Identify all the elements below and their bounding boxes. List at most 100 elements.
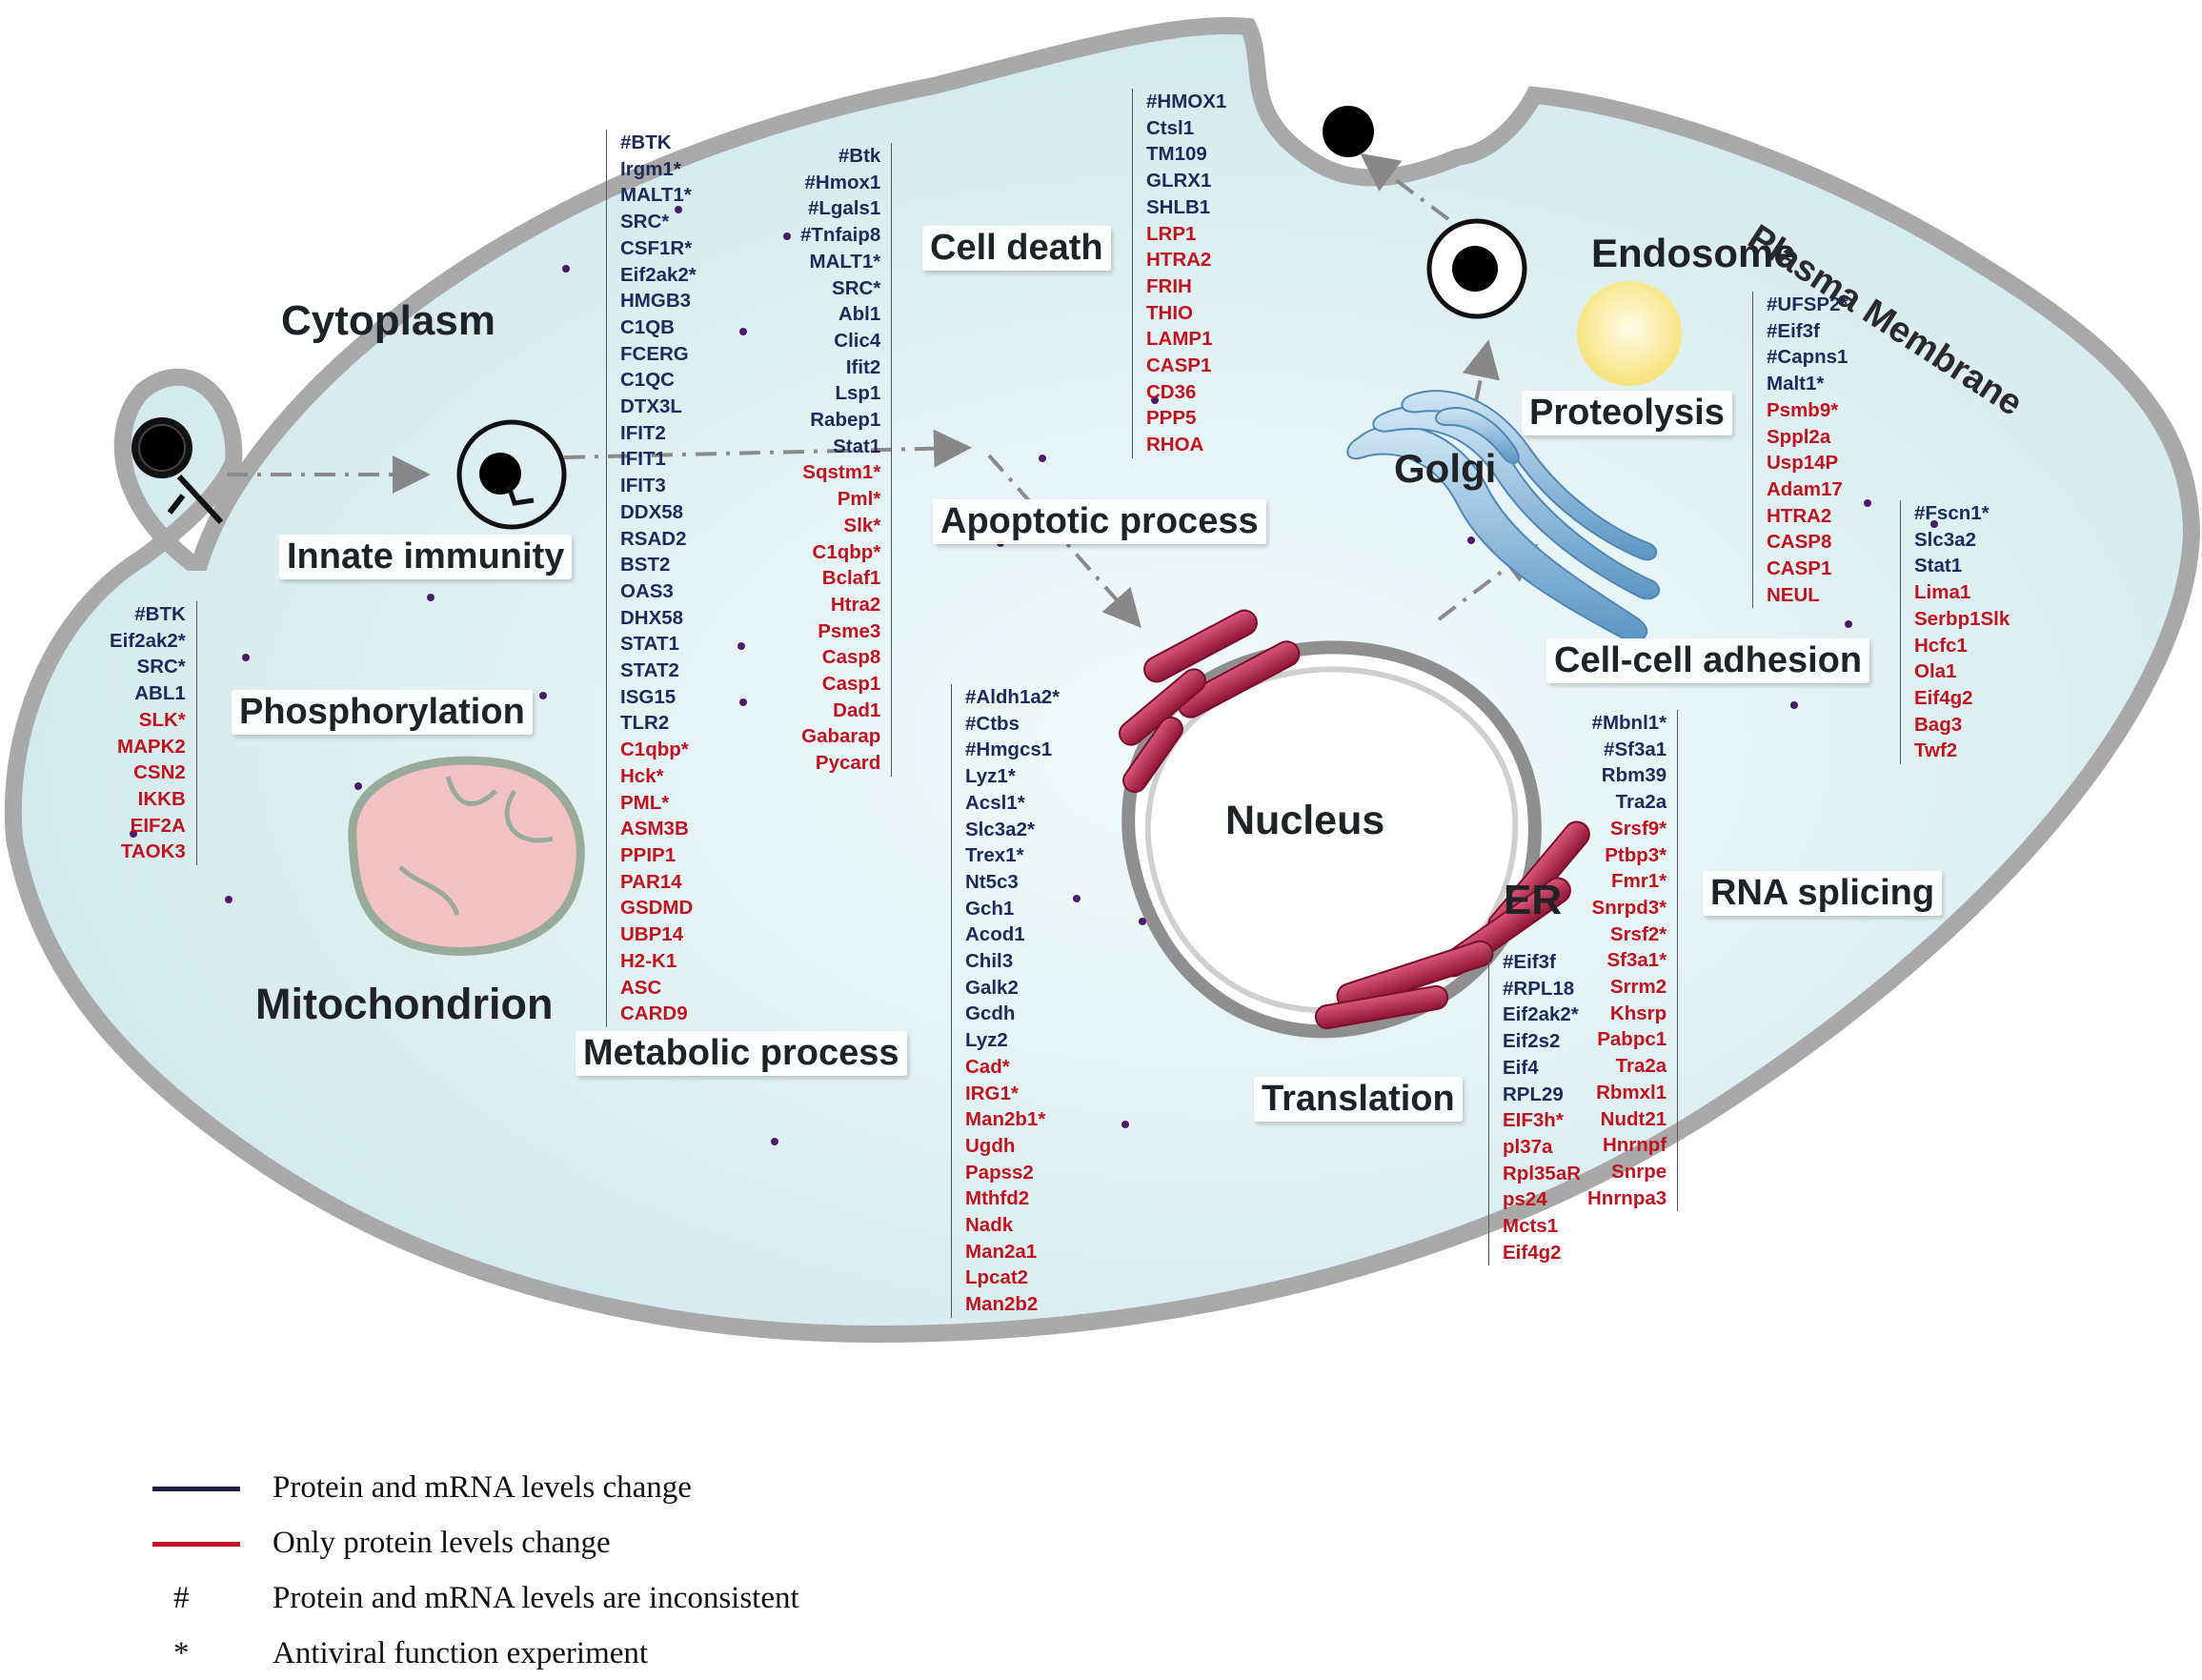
metabolic-process-label: Metabolic process	[576, 1031, 907, 1076]
innate-immunity-label: Innate immunity	[279, 535, 573, 579]
gene-label: Lyz2	[965, 1029, 1008, 1052]
gene-label: CSF1R*	[620, 236, 693, 259]
gene-label: LAMP1	[1146, 328, 1213, 351]
gene-label: NEUL	[1767, 583, 1820, 606]
gene-label: Ctsl1	[1146, 116, 1195, 139]
gene-label: LRP1	[1146, 222, 1197, 245]
gene-label: IFIT3	[620, 475, 666, 497]
gene-label: SRC*	[136, 656, 186, 678]
gene-label: #Lgals1	[807, 197, 881, 220]
gene-label: PPIP1	[620, 843, 677, 866]
gene-label: #BTK	[134, 603, 186, 625]
er-label: ER	[1504, 877, 1563, 923]
gene-label: Eif2s2	[1503, 1030, 1561, 1053]
gene-label: OAS3	[620, 579, 674, 602]
gene-label: Hck*	[620, 764, 664, 787]
gene-label: STAT2	[620, 659, 679, 682]
gene-label: Sf3a1*	[1606, 949, 1667, 972]
scatter-dots	[130, 206, 1938, 1145]
gene-label: Casp1	[821, 673, 881, 696]
gene-label: Serbp1Slk	[1914, 607, 2010, 630]
gene-label: Lsp1	[835, 382, 881, 405]
gene-label: Eif2ak2*	[620, 263, 697, 286]
endosome	[1577, 281, 1682, 386]
gene-label: Ola1	[1914, 660, 1957, 683]
gene-label: IRG1*	[965, 1082, 1019, 1104]
gene-label: Srrm2	[1609, 976, 1667, 999]
cell-death-label: Cell death	[922, 226, 1111, 271]
gene-label: ABL1	[134, 682, 186, 705]
gene-label: ps24	[1503, 1188, 1547, 1211]
gene-label: PML*	[620, 791, 670, 814]
gene-label: Acsl1*	[965, 791, 1025, 814]
gene-label: Gch1	[965, 897, 1015, 920]
gene-label: #Mbnl1*	[1591, 712, 1667, 734]
gene-label: #RPL18	[1503, 977, 1575, 1000]
gene-label: UBP14	[620, 923, 684, 946]
gene-label: Chil3	[965, 950, 1014, 973]
gene-label: Hnrnpf	[1602, 1134, 1667, 1157]
gene-label: Fmr1*	[1611, 870, 1667, 893]
gene-label: C1QC	[620, 369, 675, 392]
translation-label: Translation	[1254, 1077, 1463, 1122]
gene-label: GSDMD	[620, 897, 694, 920]
gene-label: Nadk	[965, 1214, 1014, 1237]
gene-label: SHLB1	[1146, 195, 1211, 218]
gene-label: Cad*	[965, 1055, 1010, 1078]
gene-label: Nt5c3	[965, 870, 1019, 893]
gene-label: Acod1	[965, 923, 1025, 946]
gene-label: Slk*	[843, 514, 881, 536]
rna-splicing-label: RNA splicing	[1703, 871, 1943, 916]
gene-label: CSN2	[133, 761, 186, 784]
gene-label: Snrpe	[1611, 1160, 1667, 1183]
gene-label: H2-K1	[620, 949, 677, 972]
gene-label: RHOA	[1146, 434, 1204, 456]
gene-label: Psme3	[818, 619, 881, 642]
legend-label: Protein and mRNA levels change	[273, 1470, 692, 1505]
endoplasmic-reticulum	[1119, 609, 1590, 1030]
golgi-label: Golgi	[1394, 446, 1497, 491]
gene-label: #Btk	[838, 145, 881, 167]
gene-label: Snrpd3*	[1591, 896, 1667, 919]
gene-label: Khsrp	[1609, 1002, 1667, 1024]
endosome-label: Endosome	[1591, 231, 1796, 275]
gene-label: Eif2ak2*	[1503, 1003, 1579, 1026]
mitochondrion	[348, 756, 585, 956]
gene-label: #Tnfaip8	[800, 224, 881, 247]
gene-label: C1QB	[620, 315, 675, 338]
gene-label: Psmb9*	[1767, 398, 1839, 421]
gene-label: Irgm1*	[620, 157, 681, 180]
gene-label: #Hmox1	[804, 171, 881, 193]
gene-label: ISG15	[620, 685, 677, 708]
gene-label: Pml*	[837, 488, 881, 511]
gene-label: Rpl35aR	[1503, 1162, 1582, 1184]
gene-label: Rbm39	[1601, 764, 1667, 787]
gene-label: SLK*	[138, 708, 186, 731]
gene-label: Rbmxl1	[1596, 1081, 1667, 1103]
gene-label: TAOK3	[120, 840, 186, 863]
endocytic-vesicle-icon	[456, 419, 567, 530]
golgi-apparatus	[1346, 390, 1661, 642]
gene-label: Tra2a	[1615, 1055, 1667, 1078]
navy-line-swatch	[152, 1487, 240, 1491]
cytoplasm-label: Cytoplasm	[281, 297, 495, 344]
gene-label: Srsf2*	[1609, 922, 1667, 945]
gene-label: CASP1	[1146, 354, 1212, 377]
gene-label: Stat1	[1914, 555, 1963, 577]
gene-label: Stat1	[833, 435, 881, 457]
gene-label: #Fscn1*	[1914, 502, 1990, 524]
gene-label: Dad1	[833, 698, 881, 721]
red-line-swatch	[152, 1542, 240, 1547]
gene-label: TM109	[1146, 143, 1207, 166]
hash-symbol: #	[173, 1581, 190, 1615]
gene-label: Pabpc1	[1597, 1028, 1667, 1051]
gene-label: Nudt21	[1600, 1107, 1667, 1130]
gene-label: #Hmgcs1	[965, 739, 1053, 761]
gene-label: HMGB3	[620, 290, 692, 313]
gene-label: ASM3B	[620, 818, 689, 840]
